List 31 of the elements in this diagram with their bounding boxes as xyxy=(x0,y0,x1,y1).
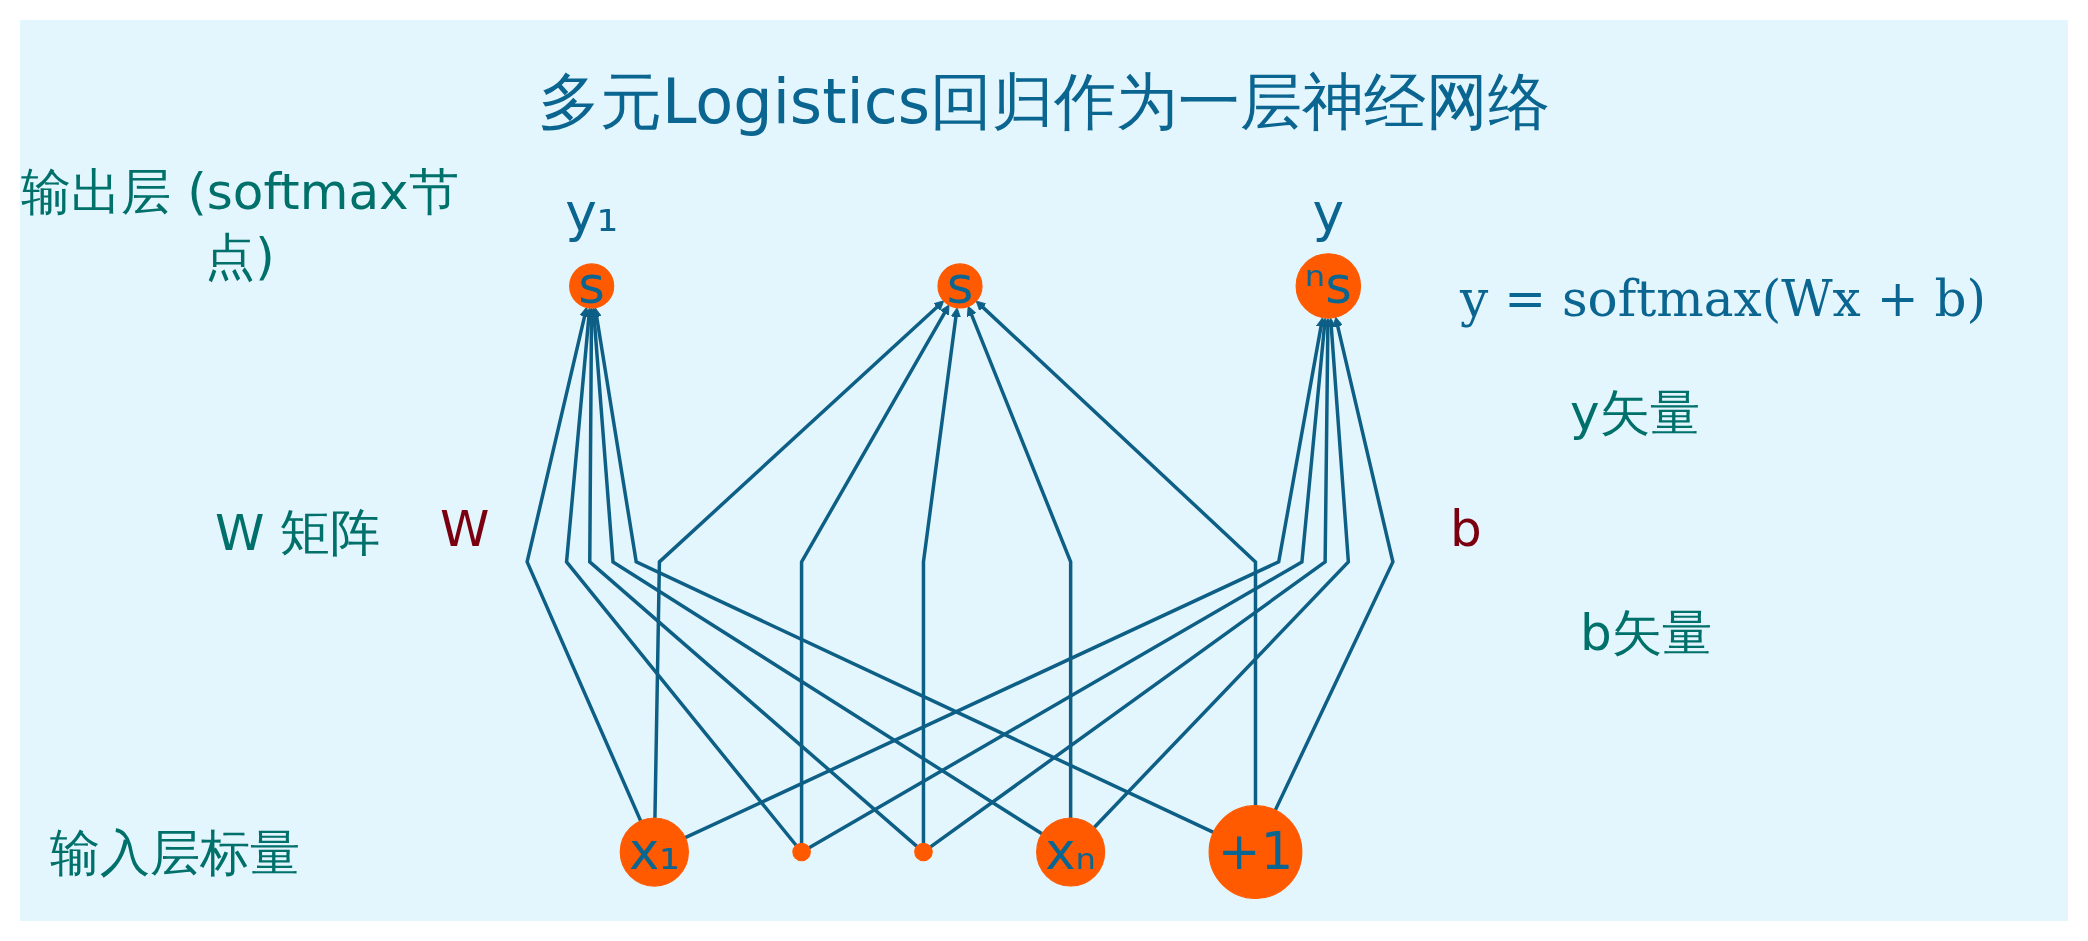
arrow xyxy=(799,304,950,844)
arrow xyxy=(525,306,643,822)
arrow xyxy=(591,307,1215,834)
arrow xyxy=(653,300,945,818)
annotation-text: 输出层 (softmax节点) xyxy=(20,162,460,288)
arrow xyxy=(564,307,798,847)
arrow xyxy=(586,307,919,848)
neuron-circle: xₙ xyxy=(1036,817,1106,887)
arrow xyxy=(975,300,1258,806)
neuron-circle: ⁿs xyxy=(1295,253,1362,319)
annotation-text: y矢量 xyxy=(1570,383,1700,444)
annotation-text: W xyxy=(440,500,490,558)
arrow xyxy=(684,317,1326,840)
arrow xyxy=(1273,316,1395,811)
annotation-text: 输入层标量 xyxy=(50,823,300,884)
arrow xyxy=(929,317,1333,849)
output-label: y₁ xyxy=(565,181,619,245)
output-label: y xyxy=(1312,181,1345,245)
annotation-text: b xyxy=(1450,500,1482,558)
formula: y = softmax(Wx + b) xyxy=(1460,270,1986,328)
neuron-circle: +1 xyxy=(1208,805,1303,899)
arrow xyxy=(589,307,1043,836)
annotation-text: W 矩阵 xyxy=(215,503,381,564)
neuron-circle: x₁ xyxy=(619,817,689,887)
neuron-circle xyxy=(914,842,933,862)
arrow xyxy=(966,305,1073,819)
annotation-text: b矢量 xyxy=(1580,603,1712,664)
arrow xyxy=(1092,317,1351,829)
arrow xyxy=(921,307,961,844)
diagram-title: 多元Logistics回归作为一层神经网络 xyxy=(537,64,1551,140)
neuron-circle xyxy=(792,842,811,862)
